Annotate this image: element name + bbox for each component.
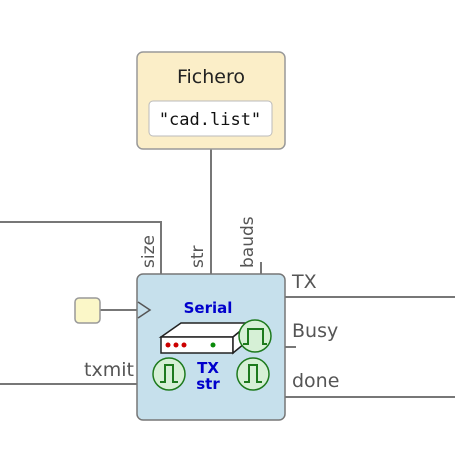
label-bauds: bauds xyxy=(238,216,258,268)
wires xyxy=(0,149,455,398)
serial-sub-str: str xyxy=(196,375,220,393)
label-done: done xyxy=(292,370,339,392)
fichero-title: Fichero xyxy=(177,66,245,88)
fichero-block[interactable]: Fichero "cad.list" xyxy=(136,51,286,150)
label-str: str xyxy=(188,245,208,268)
fichero-value-field[interactable] xyxy=(148,100,273,137)
fichero-value: "cad.list" xyxy=(159,110,261,130)
txmit-pulse-icon xyxy=(152,357,186,391)
serial-device-icon xyxy=(158,321,253,355)
label-size: size xyxy=(139,235,159,268)
label-tx: TX xyxy=(291,271,317,293)
constant-input-block[interactable] xyxy=(74,297,101,324)
done-pulse-icon xyxy=(236,357,270,391)
label-busy: Busy xyxy=(292,320,338,342)
clock-input-triangle xyxy=(137,301,152,319)
label-txmit: txmit xyxy=(84,359,134,381)
serial-sub-tx: TX xyxy=(197,359,219,377)
busy-pulse-icon xyxy=(238,319,272,353)
wire-size[interactable] xyxy=(0,221,162,274)
serial-title: Serial xyxy=(184,299,233,317)
serial-block[interactable]: Serial TX str xyxy=(136,273,286,421)
